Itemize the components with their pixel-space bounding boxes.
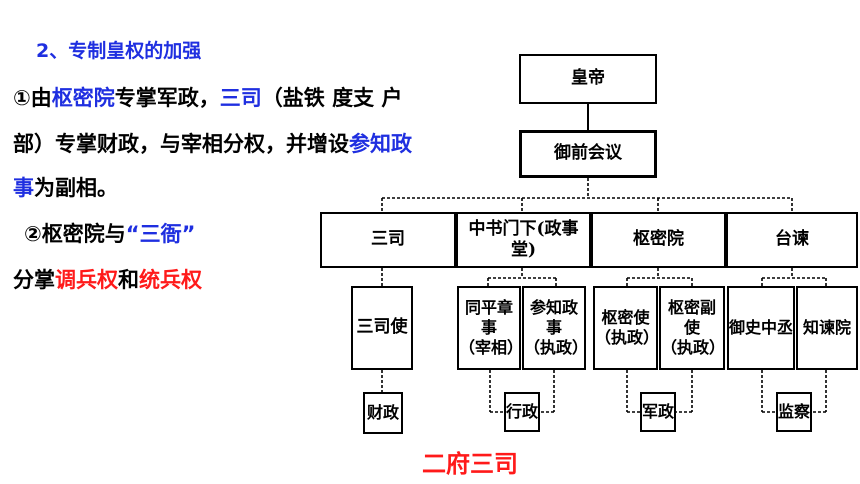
text-span: 部）专掌财政，与宰相分权，并增设 xyxy=(13,132,349,156)
department-taijian: 台谏 xyxy=(726,212,858,268)
official-title: 枢密使 xyxy=(601,308,650,327)
text-span: ①由 xyxy=(13,86,52,110)
official-role: （宰相） xyxy=(459,338,524,357)
paragraph-1-line-2: 部）专掌财政，与宰相分权，并增设参知政 xyxy=(13,134,412,155)
paragraph-1-line-1: ①由枢密院专掌军政，三司（盐铁 度支 户 xyxy=(13,88,402,109)
paragraph-2-line-2: 分掌调兵权和统兵权 xyxy=(13,270,202,291)
emperor-box: 皇帝 xyxy=(519,54,657,104)
official-role: （执政） xyxy=(595,328,660,347)
text-span: 为副相。 xyxy=(34,176,118,200)
official-role: （执政） xyxy=(524,338,589,357)
text-span: 和 xyxy=(118,268,139,292)
text-span: ②枢密院与 xyxy=(24,222,126,246)
official-title: 参知政事 xyxy=(529,298,578,337)
official-shumi-fushi: 枢密副使 （执政） xyxy=(659,286,725,370)
highlight-sansi: 三司 xyxy=(219,86,262,110)
highlight-shi: 事 xyxy=(13,176,34,200)
official-title: 同平章事 xyxy=(464,298,513,337)
department-sansi: 三司 xyxy=(320,212,456,268)
council-box: 御前会议 xyxy=(519,130,657,178)
official-tongping-zhangshi: 同平章事 （宰相） xyxy=(457,286,524,370)
paragraph-1-line-3: 事为副相。 xyxy=(13,178,118,199)
department-shumiyuan: 枢密院 xyxy=(591,212,726,268)
text-span: 专掌军政， xyxy=(114,86,220,110)
highlight-sanya: “三衙” xyxy=(125,222,196,246)
official-zhijianyuan: 知谏院 xyxy=(796,286,858,370)
function-junzheng: 军政 xyxy=(640,392,676,432)
text-span: （盐铁 度支 户 xyxy=(261,86,403,110)
department-zhongshu-menxia: 中书门下(政事堂) xyxy=(456,212,591,268)
function-jiancha: 监察 xyxy=(776,392,812,432)
highlight-canzhi: 参知政 xyxy=(349,132,412,156)
official-canzhi-zhengshi: 参知政事 （执政） xyxy=(522,286,589,370)
official-yushi-zhongcheng: 御史中丞 xyxy=(727,286,795,370)
official-sansishi: 三司使 xyxy=(351,286,413,370)
function-caizheng: 财政 xyxy=(363,392,403,434)
official-shumishi: 枢密使 （执政） xyxy=(593,286,660,370)
highlight-shumiyuan: 枢密院 xyxy=(51,86,115,110)
official-role: （执政） xyxy=(661,338,726,357)
paragraph-2-line-1: ②枢密院与“三衙” xyxy=(24,224,195,245)
highlight-tongbing: 统兵权 xyxy=(139,268,202,292)
official-title: 枢密副使 xyxy=(667,298,716,337)
highlight-diaobing: 调兵权 xyxy=(55,268,118,292)
bottom-title: 二府三司 xyxy=(422,450,518,478)
text-span: 分掌 xyxy=(13,268,55,292)
function-xingzheng: 行政 xyxy=(504,392,540,432)
section-heading: 2、专制皇权的加强 xyxy=(36,40,202,62)
